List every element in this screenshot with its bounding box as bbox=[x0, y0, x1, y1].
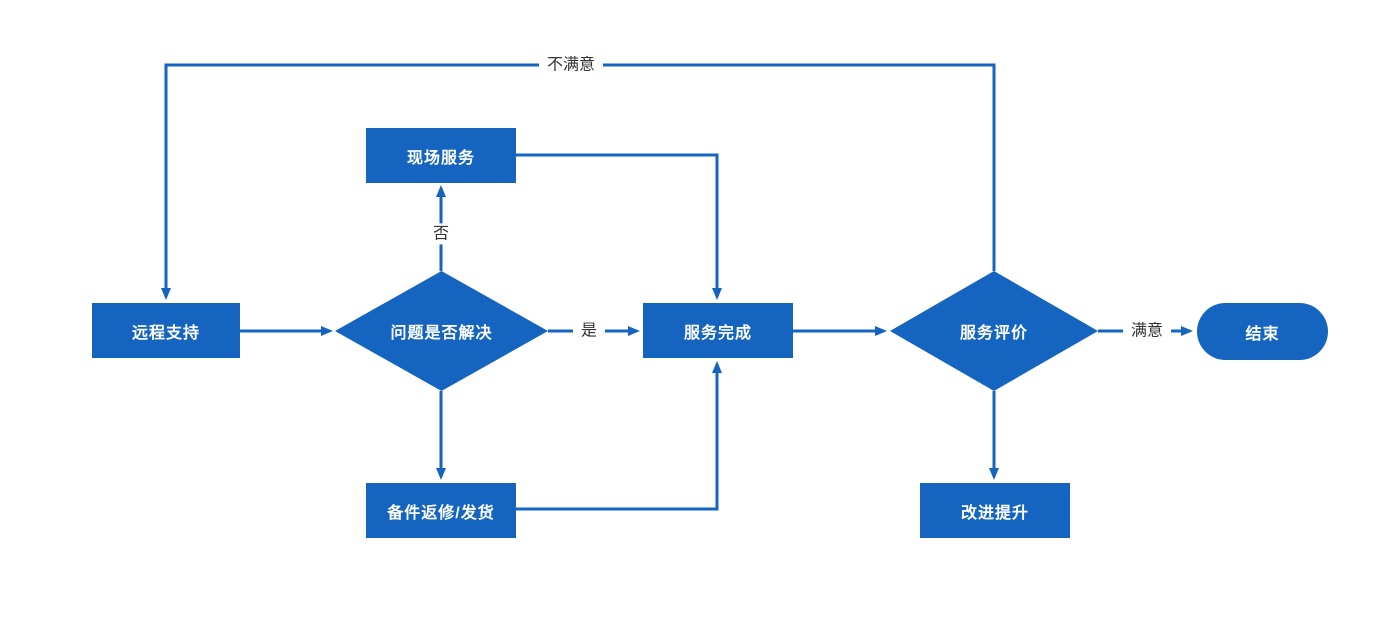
edge-label-no: 否 bbox=[424, 223, 458, 245]
node-onsite-service-label: 现场服务 bbox=[406, 149, 475, 167]
node-end-label: 结束 bbox=[1245, 325, 1280, 343]
node-parts-repair-shipping: 备件返修/发货 bbox=[366, 483, 516, 538]
node-remote-support: 远程支持 bbox=[92, 303, 240, 358]
node-end: 结束 bbox=[1197, 303, 1328, 360]
node-problem-solved-decision: 问题是否解决 bbox=[335, 271, 548, 391]
node-problem-solved-label: 问题是否解决 bbox=[390, 325, 493, 342]
edge-label-satisfied: 满意 bbox=[1122, 320, 1172, 342]
node-service-complete-label: 服务完成 bbox=[683, 324, 752, 342]
node-service-evaluation-label: 服务评价 bbox=[959, 325, 1028, 342]
node-parts-repair-label: 备件返修/发货 bbox=[387, 504, 495, 522]
edge-label-yes: 是 bbox=[572, 320, 606, 342]
node-improvement-label: 改进提升 bbox=[960, 504, 1029, 522]
node-onsite-service: 现场服务 bbox=[366, 128, 516, 183]
node-improvement: 改进提升 bbox=[920, 483, 1070, 538]
node-service-evaluation: 服务评价 bbox=[890, 271, 1098, 391]
edge-evaluation-to-remote-loop bbox=[161, 63, 996, 300]
node-remote-support-label: 远程支持 bbox=[131, 324, 200, 342]
node-service-complete: 服务完成 bbox=[643, 303, 793, 358]
edge-label-unsatisfied: 不满意 bbox=[538, 54, 604, 76]
